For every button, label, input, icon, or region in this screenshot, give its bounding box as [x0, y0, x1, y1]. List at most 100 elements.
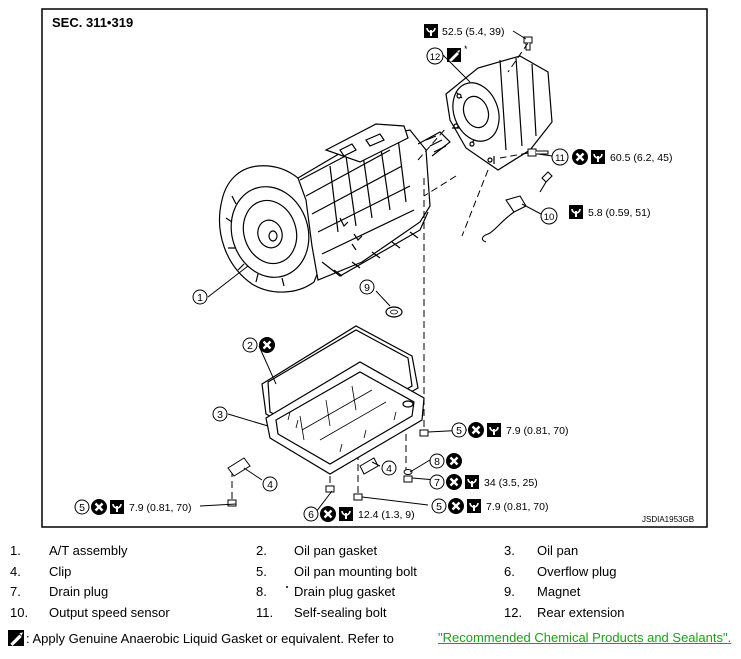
- svg-text:34 (3.5, 25): 34 (3.5, 25): [484, 477, 538, 489]
- part-name: Self-sealing bolt: [294, 604, 387, 620]
- diagram-frame: [41, 8, 708, 528]
- callout-2: 2: [242, 337, 258, 353]
- part-number: 2.: [256, 543, 267, 558]
- svg-text:5: 5: [456, 425, 462, 437]
- spec-10: 5.8 (0.59, 51): [568, 204, 650, 220]
- spec-11: 60.5 (6.2, 45): [570, 147, 672, 167]
- part-name: Drain plug: [49, 584, 109, 600]
- svg-text:4: 4: [386, 463, 392, 475]
- part-number: 10.: [10, 604, 29, 620]
- part-name: Oil pan: [537, 543, 579, 558]
- torque-wrench-icon: [466, 498, 482, 514]
- svg-text:1: 1: [197, 292, 203, 304]
- torque-wrench-icon: [109, 499, 125, 515]
- svg-text:10: 10: [544, 212, 555, 223]
- part-name: Drain plug gasket: [294, 584, 396, 600]
- do-not-reuse-icon: [444, 472, 464, 492]
- parts-row: 1. A/T assembly 2. Oil pan gasket 3. Oil…: [0, 543, 741, 564]
- exploded-view-diagram: SEC. 311•319 JSDIA1953GB: [41, 8, 708, 528]
- callout-2-icon: [257, 335, 277, 355]
- callout-3: 3: [212, 406, 228, 422]
- callout-11: 11: [551, 148, 569, 166]
- footnote-text: : Apply Genuine Anaerobic Liquid Gasket …: [26, 631, 394, 646]
- callout-8: 8: [429, 453, 445, 469]
- svg-text:2: 2: [247, 340, 253, 352]
- callout-7: 7: [429, 474, 445, 490]
- svg-text:12: 12: [430, 52, 441, 63]
- parts-row: 10. Output speed sensor 11. Self-sealing…: [0, 605, 741, 626]
- callout-4b: 4: [381, 460, 397, 476]
- do-not-reuse-icon: [89, 497, 109, 517]
- part-number: 6.: [504, 563, 515, 579]
- torque-wrench-icon: [568, 204, 584, 220]
- stray-dot: [286, 586, 288, 588]
- callout-12: 12: [426, 47, 444, 65]
- part-number: 4.: [10, 563, 21, 579]
- footnote-trailing: .: [727, 630, 732, 645]
- svg-text:52.5 (5.4, 39): 52.5 (5.4, 39): [442, 26, 504, 38]
- svg-text:7.9 (0.81, 70): 7.9 (0.81, 70): [506, 425, 568, 437]
- callout-1: 1: [192, 289, 208, 305]
- spec-5b: 7.9 (0.81, 70): [446, 496, 548, 516]
- sealant-icon: [447, 48, 461, 62]
- bolt-self-sealing: [527, 148, 549, 157]
- spec-8: [444, 451, 464, 471]
- svg-text:5: 5: [79, 502, 85, 514]
- oil-pan: [265, 361, 425, 475]
- torque-wrench-icon: [590, 149, 606, 165]
- part-number: 9.: [504, 584, 515, 600]
- chemical-products-link-text[interactable]: "Recommended Chemical Products and Seala…: [438, 630, 728, 645]
- torque-wrench-icon: [464, 474, 480, 490]
- svg-text:9: 9: [364, 282, 370, 294]
- do-not-reuse-icon: [257, 335, 277, 355]
- callouts: 1 2 3 4 4 5 5 5 6 7 8 9 10 11 12: [74, 47, 569, 522]
- spec-5a: 7.9 (0.81, 70): [466, 420, 568, 440]
- part-number: 1.: [10, 543, 21, 558]
- part-number: 7.: [10, 584, 21, 600]
- svg-text:3: 3: [217, 409, 223, 421]
- part-name: Magnet: [537, 584, 581, 600]
- part-name: Output speed sensor: [49, 604, 170, 620]
- torque-wrench-icon: [423, 23, 439, 39]
- callout-5c: 5: [74, 499, 90, 515]
- part-number: 12.: [504, 604, 523, 620]
- spec-12: 52.5 (5.4, 39) *: [423, 23, 504, 62]
- part-number: 8.: [256, 584, 267, 600]
- callout-9: 9: [359, 279, 375, 295]
- output-speed-sensor: [481, 171, 553, 243]
- footnote: : Apply Genuine Anaerobic Liquid Gasket …: [8, 630, 731, 646]
- spec-7: 34 (3.5, 25): [444, 472, 538, 492]
- pan-bolts: [227, 429, 429, 507]
- part-name: Rear extension: [537, 604, 625, 620]
- svg-text:4: 4: [267, 479, 273, 491]
- svg-text:*: *: [464, 44, 468, 54]
- image-code: JSDIA1953GB: [642, 515, 694, 524]
- svg-text:5: 5: [436, 501, 442, 513]
- part-number: 5.: [256, 563, 267, 579]
- svg-text:6: 6: [308, 509, 314, 521]
- sealant-icon: [8, 630, 24, 646]
- section-label: SEC. 311•319: [52, 15, 133, 30]
- part-name: Oil pan mounting bolt: [294, 563, 417, 579]
- svg-text:5.8 (0.59, 51): 5.8 (0.59, 51): [588, 207, 650, 219]
- spec-5c: 7.9 (0.81, 70): [89, 497, 191, 517]
- clip: [227, 457, 379, 477]
- svg-text:12.4 (1.3, 9): 12.4 (1.3, 9): [358, 509, 415, 521]
- svg-text:11: 11: [555, 153, 565, 164]
- oil-pan-gasket: [261, 325, 419, 445]
- part-name: Overflow plug: [537, 563, 617, 579]
- parts-legend: 1. A/T assembly 2. Oil pan gasket 3. Oil…: [0, 543, 741, 625]
- do-not-reuse-icon: [466, 420, 486, 440]
- callout-5b: 5: [431, 498, 447, 514]
- parts-row: 7. Drain plug 8. Drain plug gasket 9. Ma…: [0, 584, 741, 605]
- part-name: Oil pan gasket: [294, 543, 378, 558]
- part-name: Clip: [49, 563, 72, 579]
- callout-10: 10: [540, 207, 558, 225]
- magnet: [385, 306, 403, 318]
- part-number: 11.: [256, 604, 274, 620]
- svg-text:7: 7: [434, 477, 440, 489]
- chemical-products-link[interactable]: "Recommended Chemical Products and Seala…: [438, 630, 731, 645]
- do-not-reuse-icon: [318, 504, 338, 524]
- torque-wrench-icon: [486, 422, 502, 438]
- do-not-reuse-icon: [444, 451, 464, 471]
